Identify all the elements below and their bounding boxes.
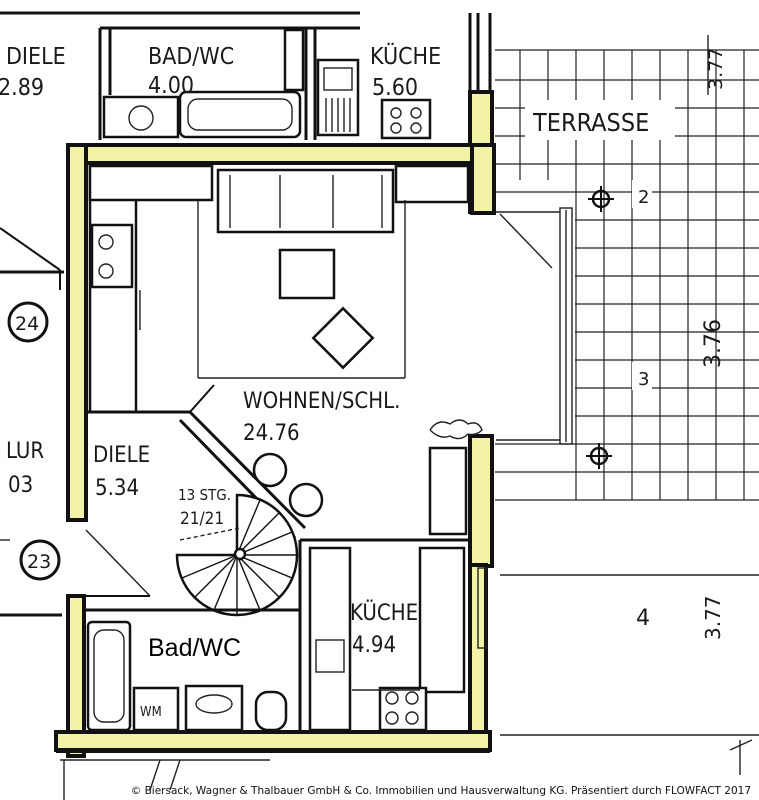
unit-marker-24: 24 xyxy=(15,313,39,335)
unit-marker-24-circle xyxy=(7,301,49,343)
room-diele-name: DIELE xyxy=(93,443,150,468)
room-flur-name: LUR xyxy=(6,439,44,464)
stairs-steps: 13 STG. xyxy=(178,486,231,504)
bath-label-background xyxy=(140,620,280,668)
room-bad-top-area: 4.00 xyxy=(148,73,194,99)
sink-lines xyxy=(325,98,351,132)
interior xyxy=(85,164,487,732)
unit-marker-23: 23 xyxy=(27,551,51,573)
terrace-grid: TERRASSE 2 3 xyxy=(495,49,759,501)
room-wohnen-name: WOHNEN/SCHL. xyxy=(243,389,400,414)
dimensions: 3.77 3.76 3.77 4 xyxy=(500,35,759,775)
dimension-lower: 3.77 xyxy=(701,595,725,640)
unit-marker-23-circle xyxy=(19,539,61,581)
stairs-ratio: 21/21 xyxy=(180,509,224,529)
room-labels: DIELE 2.89 BAD/WC 4.00 KÜCHE 5.60 WOHNEN… xyxy=(0,42,441,720)
room-diele-top-area: 2.89 xyxy=(0,75,44,101)
left-neighbour: 24 23 xyxy=(0,227,64,617)
terrace-mark-4: 4 xyxy=(636,606,650,631)
copyright-notice: © Biersack, Wagner & Thalbauer GmbH & Co… xyxy=(130,785,751,797)
room-wohnen-area: 24.76 xyxy=(243,421,300,446)
room-kueche-top-name: KÜCHE xyxy=(370,42,441,70)
room-bad-top-name: BAD/WC xyxy=(148,44,234,70)
room-diele-area: 5.34 xyxy=(95,476,139,501)
room-flur-area: 03 xyxy=(8,473,33,498)
terrace-mark-2: 2 xyxy=(638,187,649,208)
washing-machine-label: WM xyxy=(140,705,162,720)
terrace-mark-3: 3 xyxy=(638,369,649,390)
dimension-top: 3.77 xyxy=(705,48,727,90)
apartment-walls xyxy=(54,143,496,758)
room-diele-top-name: DIELE xyxy=(6,44,66,70)
room-kueche-top-area: 5.60 xyxy=(372,75,418,101)
upper-unit xyxy=(0,11,494,214)
room-bad-name: Bad/WC xyxy=(148,634,241,662)
dimension-middle: 3.76 xyxy=(701,319,726,368)
terrace-label: TERRASSE xyxy=(532,108,649,137)
room-kueche-area: 4.94 xyxy=(352,633,396,658)
bottom-edge xyxy=(56,751,490,800)
room-kueche-name: KÜCHE xyxy=(350,600,418,626)
